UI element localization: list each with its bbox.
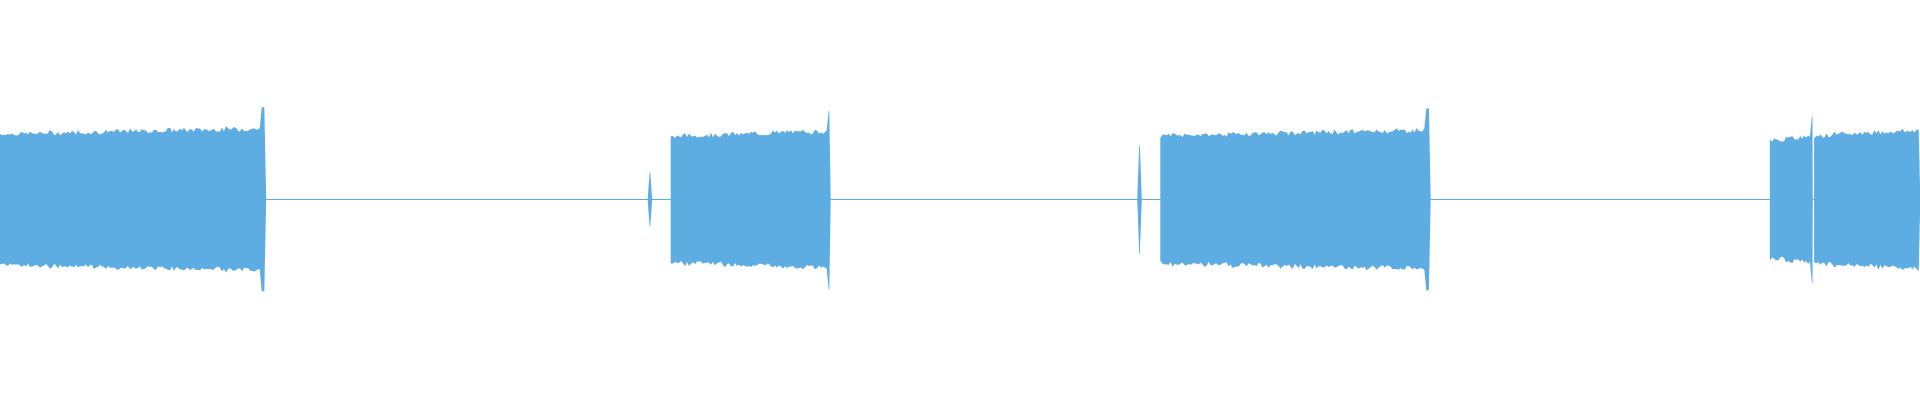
- waveform-burst: [1814, 128, 1920, 272]
- waveform-click: [1137, 145, 1142, 254]
- waveform-burst: [1769, 116, 1813, 284]
- waveform-segments: [0, 106, 1920, 292]
- waveform-burst: [1160, 108, 1431, 291]
- waveform-click: [647, 172, 653, 227]
- waveform-burst: [0, 106, 267, 292]
- waveform-burst: [670, 110, 831, 290]
